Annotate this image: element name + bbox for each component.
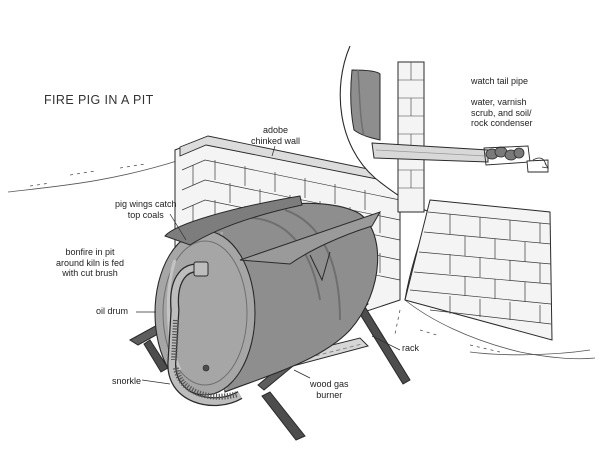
- label-watch-tail-pipe: watch tail pipe: [471, 76, 528, 87]
- label-line: bonfire in pit: [65, 247, 115, 257]
- label-line: oil drum: [96, 306, 129, 316]
- label-adobe-wall: adobe chinked wall: [251, 125, 300, 146]
- label-oil-drum: oil drum: [96, 306, 128, 317]
- snorkle: [167, 261, 243, 407]
- leader-lines: [136, 145, 401, 385]
- label-line: around kiln is fed: [56, 257, 125, 268]
- label-pig-wings: pig wings catch top coals: [115, 199, 177, 220]
- label-line: watch tail pipe: [471, 76, 529, 86]
- label-bonfire: bonfire in pit around kiln is fed with c…: [56, 247, 124, 279]
- ground: [7, 159, 596, 360]
- diagram-title: FIRE PIG IN A PIT: [44, 93, 154, 107]
- pig-wings: [164, 195, 382, 282]
- label-line: rock condenser: [471, 118, 533, 128]
- label-line: rack: [402, 343, 420, 353]
- label-line: adobe: [263, 125, 289, 135]
- label-rack: rack: [402, 343, 419, 354]
- right-wall: [404, 199, 553, 341]
- label-line: snorkle: [112, 376, 142, 386]
- label-line: scrub, and soil/: [471, 107, 532, 118]
- label-line: with cut brush: [62, 268, 118, 278]
- label-line: burner: [316, 389, 343, 400]
- label-line: pig wings catch: [115, 199, 177, 209]
- label-line: wood gas: [310, 379, 349, 389]
- label-line: water, varnish: [471, 97, 527, 107]
- label-condenser: water, varnish scrub, and soil/ rock con…: [471, 97, 533, 129]
- label-wood-gas-burner: wood gas burner: [310, 379, 349, 400]
- label-line: chinked wall: [251, 135, 301, 146]
- label-line: top coals: [127, 209, 164, 220]
- label-snorkle: snorkle: [112, 376, 141, 387]
